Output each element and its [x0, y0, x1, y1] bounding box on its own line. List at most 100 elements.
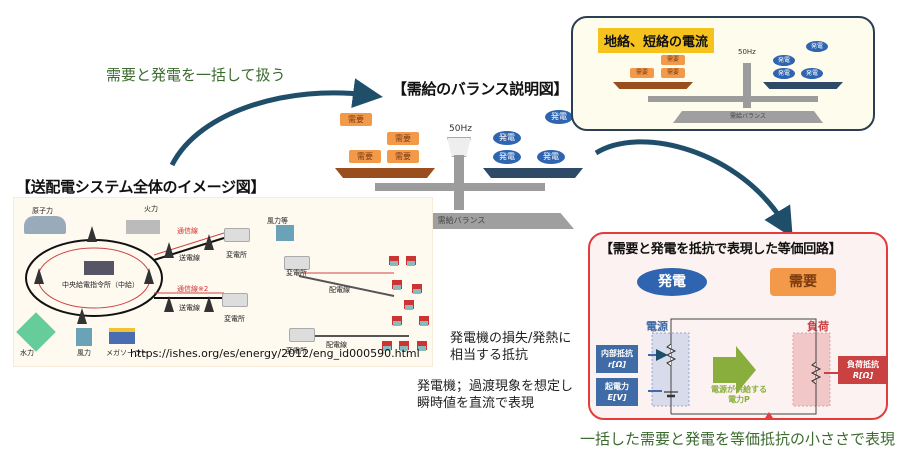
pylon-icon	[204, 296, 214, 312]
generation-ellipse: 発電	[545, 110, 573, 124]
house-icon	[404, 300, 414, 310]
demand-box: 需要	[630, 68, 654, 78]
power-line-2: 電力P	[728, 395, 750, 404]
comm-line-label: 通信線	[177, 227, 198, 235]
circuit-title: 【需要と発電を抵抗で表現した等価回路】	[600, 242, 842, 257]
transient-note: 発電機；過渡現象を想定し 瞬時値を直流で表現	[417, 378, 573, 412]
wind-farm-icon	[276, 225, 294, 241]
pylon-icon	[34, 268, 44, 284]
balance-scale-diagram: 需要 需要 需要 需要 50Hz 発電 発電 発電 発電 需給バランス	[335, 105, 595, 230]
house-icon	[392, 316, 402, 326]
emf-tag: 起電力 E[V]	[596, 378, 638, 406]
house-icon	[412, 284, 422, 294]
scale-pillar	[743, 63, 751, 108]
substation-label-4: 変電所	[286, 347, 307, 355]
generation-pan	[483, 168, 583, 178]
pylon-icon	[164, 296, 174, 312]
top-arrow-caption: 需要と発電を一括して扱う	[106, 66, 286, 84]
thermal-label: 火力	[144, 205, 158, 213]
comm-line-label-2: 通信線※2	[177, 285, 209, 293]
control-center-photo	[84, 261, 114, 275]
demand-box: 需要	[661, 55, 685, 65]
distribution-line-label-2: 配電線	[326, 341, 347, 349]
scale-base: 需給バランス	[673, 111, 823, 123]
demand-box: 需要	[661, 68, 685, 78]
loss-resistance-note: 発電機の損失/発熱に 相当する抵抗	[450, 330, 571, 364]
arrow-grid-to-balance	[169, 78, 383, 167]
substation-label-2: 変電所	[286, 269, 307, 277]
substation-label-1: 変電所	[226, 251, 247, 259]
generation-ellipse: 発電	[773, 68, 795, 79]
demand-pan	[335, 168, 435, 178]
substation-label-3: 変電所	[224, 315, 245, 323]
pylon-icon	[144, 268, 154, 284]
pylon-icon	[87, 226, 97, 242]
internal-resistance-tag: 内部抵抗 r[Ω]	[596, 345, 638, 373]
substation-icon	[222, 293, 248, 307]
generation-ellipse: 発電	[806, 41, 828, 52]
wind-etc-label: 風力等	[267, 217, 288, 225]
tag-unit: R[Ω]	[852, 371, 874, 380]
note-line: 発電機；過渡現象を想定し	[417, 379, 574, 394]
transmission-line-label: 送電線	[179, 254, 200, 262]
house-icon	[417, 341, 427, 351]
circuit-diagram	[648, 318, 840, 418]
transmission-line-label-2: 送電線	[179, 304, 200, 312]
tag-title: 起電力	[605, 382, 629, 391]
transmission-system-image: 原子力 火力 風力等 中央給電指令所（中給） 通信線 通信線※2 送電線 送電線…	[13, 197, 433, 367]
pylon-icon	[77, 308, 87, 324]
note-line: 相当する抵抗	[450, 348, 529, 363]
scale-pillar	[454, 155, 464, 210]
mini-balance-scale: 需要 需要 需要 50Hz 発電 発電 発電 発電 需給バランス	[573, 18, 873, 128]
arrow-balance-to-circuit	[594, 139, 793, 238]
generation-badge: 発電	[637, 268, 707, 296]
house-icon	[389, 256, 399, 266]
demand-box: 需要	[340, 113, 372, 126]
generation-pan	[763, 82, 843, 89]
control-center-label: 中央給電指令所（中給）	[62, 281, 139, 289]
solar-panel-icon	[109, 328, 135, 344]
scale-beam	[375, 183, 545, 191]
frequency-label: 50Hz	[449, 124, 472, 134]
generation-ellipse: 発電	[493, 150, 521, 164]
distribution-line-label-1: 配電線	[329, 286, 350, 294]
grid-title: 【送配電システム全体のイメージ図】	[16, 178, 266, 196]
bottom-caption: 一括した需要と発電を等価抵抗の小ささで表現	[580, 430, 896, 448]
source-url[interactable]: https://ishes.org/es/energy/2012/eng_id0…	[130, 347, 420, 360]
demand-box: 需要	[387, 150, 419, 163]
substation-icon	[284, 256, 310, 270]
pylon-icon	[164, 242, 174, 258]
generation-ellipse: 発電	[773, 55, 795, 66]
nuclear-label: 原子力	[32, 207, 53, 215]
tag-title: 内部抵抗	[601, 349, 633, 358]
load-resistor-symbol	[810, 361, 822, 385]
house-icon	[392, 280, 402, 290]
house-icon	[419, 316, 429, 326]
balance-title: 【需給のバランス説明図】	[392, 80, 569, 98]
substation-icon	[224, 228, 250, 242]
demand-box: 需要	[349, 150, 381, 163]
fault-current-label: 地絡、短絡の電流	[598, 28, 715, 53]
wind-label: 風力	[77, 349, 91, 357]
demand-box: 需要	[387, 132, 419, 145]
generation-ellipse: 発電	[493, 131, 521, 145]
nuclear-plant-icon	[24, 216, 66, 234]
generation-ellipse: 発電	[537, 150, 565, 164]
mega-solar-label: メガソーラー	[106, 349, 148, 357]
scale-beam	[648, 96, 818, 102]
frequency-label: 50Hz	[738, 48, 756, 56]
power-line-1: 電源が供給する	[711, 385, 767, 394]
demand-pan	[613, 82, 693, 89]
hydro-label: 水力	[20, 349, 34, 357]
house-icon	[382, 341, 392, 351]
load-label: 負荷	[807, 320, 829, 333]
substation-icon	[289, 328, 315, 342]
tag-unit: E[V]	[607, 393, 627, 402]
generation-ellipse: 発電	[801, 68, 823, 79]
house-icon	[399, 341, 409, 351]
note-line: 瞬時値を直流で表現	[417, 396, 535, 411]
power-flow-arrow	[713, 346, 756, 394]
thermal-plant-icon	[126, 220, 160, 234]
power-supplied-label: 電源が供給する 電力P	[706, 385, 772, 405]
tag-title: 負荷抵抗	[847, 360, 879, 369]
